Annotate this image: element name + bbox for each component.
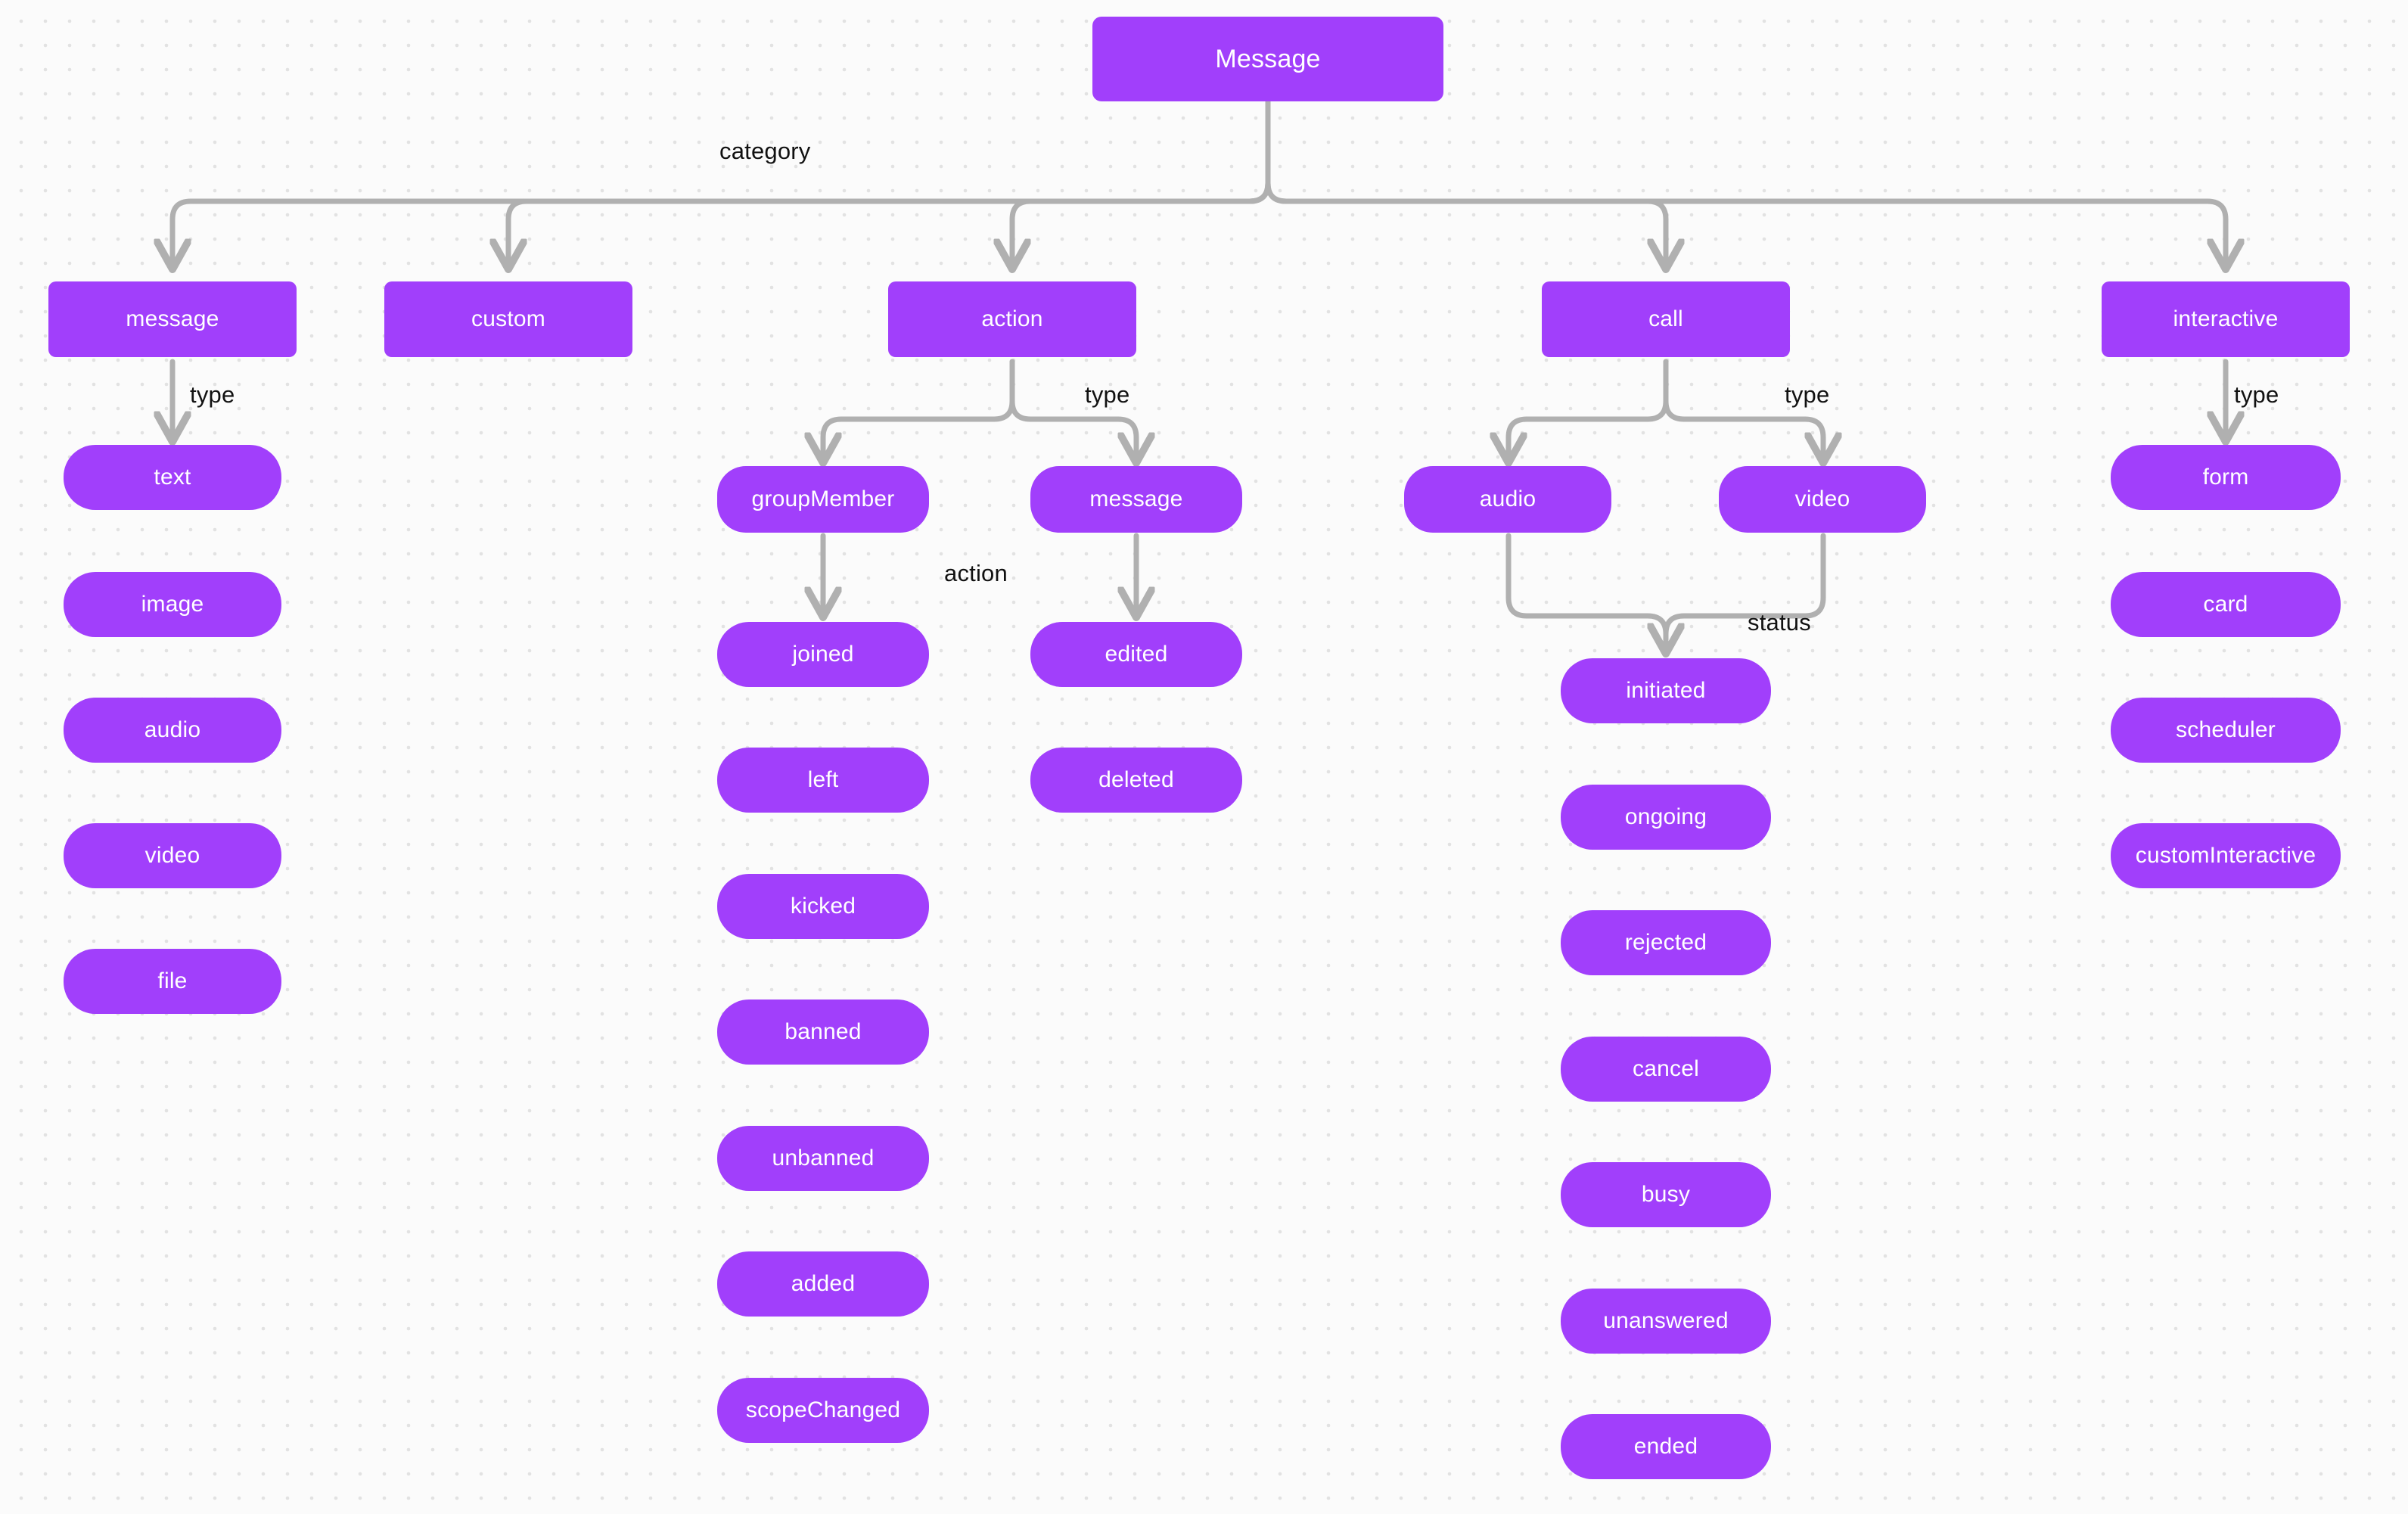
node-groupmember-action-left: left: [717, 748, 929, 813]
node-interactive-type-form: form: [2111, 445, 2341, 510]
edge-label-type-message: type: [190, 381, 235, 408]
node-category-interactive-label: interactive: [2173, 306, 2279, 331]
edge-label-type-action: type: [1085, 381, 1130, 408]
edge-label-type-call: type: [1785, 381, 1830, 408]
node-label: initiated: [1626, 678, 1706, 703]
node-category-action: action: [888, 281, 1136, 357]
node-label: busy: [1641, 1182, 1691, 1207]
node-action-type-message: message: [1030, 466, 1242, 533]
node-interactive-type-scheduler: scheduler: [2111, 698, 2341, 763]
node-call-type-audio: audio: [1404, 466, 1611, 533]
node-label: kicked: [790, 894, 856, 919]
node-groupmember-action-banned: banned: [717, 999, 929, 1065]
node-label: video: [144, 843, 200, 868]
node-call-status-cancel: cancel: [1561, 1037, 1771, 1102]
node-label: ended: [1633, 1434, 1698, 1459]
node-groupmember-action-unbanned: unbanned: [717, 1126, 929, 1191]
edge-label-action: action: [944, 560, 1008, 586]
node-label: added: [791, 1271, 856, 1296]
node-label: video: [1794, 487, 1850, 511]
node-message-type-video: video: [64, 823, 281, 888]
node-label: banned: [785, 1019, 862, 1044]
node-category-message-label: message: [126, 306, 219, 331]
node-label: customInteractive: [2135, 843, 2316, 868]
node-label: unbanned: [772, 1146, 875, 1170]
node-label: audio: [1479, 487, 1536, 511]
node-message-type-text: text: [64, 445, 281, 510]
node-message-type-image: image: [64, 572, 281, 637]
node-groupmember-action-joined: joined: [717, 622, 929, 687]
node-category-call-label: call: [1648, 306, 1683, 331]
node-category-message: message: [48, 281, 297, 357]
node-label: ongoing: [1624, 804, 1707, 829]
node-label: card: [2203, 592, 2248, 617]
node-groupmember-action-scopechanged: scopeChanged: [717, 1378, 929, 1443]
node-category-custom-label: custom: [471, 306, 545, 331]
node-label: edited: [1105, 642, 1168, 667]
node-call-type-video: video: [1719, 466, 1926, 533]
node-interactive-type-card: card: [2111, 572, 2341, 637]
node-label: groupMember: [751, 487, 895, 511]
node-root: Message: [1092, 17, 1443, 101]
node-call-status-rejected: rejected: [1561, 910, 1771, 975]
node-call-status-busy: busy: [1561, 1162, 1771, 1227]
node-label: unanswered: [1603, 1308, 1729, 1333]
node-message-action-edited: edited: [1030, 622, 1242, 687]
node-call-status-unanswered: unanswered: [1561, 1289, 1771, 1354]
node-message-type-file: file: [64, 949, 281, 1014]
edge-label-status: status: [1748, 609, 1811, 636]
edge-label-category: category: [719, 138, 811, 164]
node-label: cancel: [1633, 1056, 1699, 1081]
node-groupmember-action-kicked: kicked: [717, 874, 929, 939]
node-label: left: [807, 767, 839, 792]
node-action-type-groupmember: groupMember: [717, 466, 929, 533]
node-root-label: Message: [1215, 44, 1321, 73]
node-label: joined: [792, 642, 854, 667]
node-label: rejected: [1624, 930, 1707, 955]
node-call-status-ended: ended: [1561, 1414, 1771, 1479]
node-label: scopeChanged: [745, 1397, 901, 1422]
node-label: form: [2202, 465, 2249, 490]
node-label: message: [1089, 487, 1183, 511]
node-label: audio: [144, 717, 201, 742]
node-category-call: call: [1542, 281, 1790, 357]
node-label: image: [141, 592, 204, 617]
node-label: text: [154, 465, 191, 490]
node-label: file: [157, 968, 188, 993]
node-category-interactive: interactive: [2102, 281, 2350, 357]
node-message-type-audio: audio: [64, 698, 281, 763]
node-message-action-deleted: deleted: [1030, 748, 1242, 813]
node-call-status-initiated: initiated: [1561, 658, 1771, 723]
node-label: deleted: [1098, 767, 1174, 792]
node-category-action-label: action: [981, 306, 1043, 331]
node-label: scheduler: [2176, 717, 2276, 742]
edge-label-type-interactive: type: [2234, 381, 2279, 408]
node-call-status-ongoing: ongoing: [1561, 785, 1771, 850]
node-groupmember-action-added: added: [717, 1251, 929, 1317]
node-category-custom: custom: [384, 281, 632, 357]
node-interactive-type-custominteractive: customInteractive: [2111, 823, 2341, 888]
